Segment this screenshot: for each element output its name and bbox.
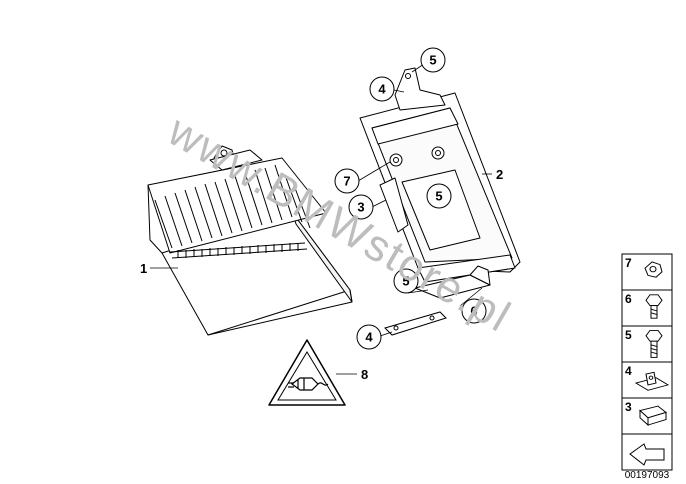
svg-text:5: 5 (435, 189, 442, 204)
parts-legend: 7 6 5 4 (621, 253, 673, 435)
speed-nut-clip-icon (634, 371, 670, 391)
legend-number-6: 6 (625, 292, 632, 306)
callout-7: 7 (334, 168, 360, 194)
svg-text:3: 3 (357, 200, 364, 215)
label-amplifier: 1 (140, 261, 147, 276)
svg-text:4: 4 (378, 82, 386, 97)
callout-4-low: 4 (356, 324, 382, 350)
clip-nut-icon (639, 405, 667, 427)
callout-5-mid: 5 (426, 183, 452, 209)
legend-box-6 (621, 289, 673, 327)
electrostatic-hand-icon (288, 377, 329, 391)
hex-bolt-long-icon (645, 329, 663, 358)
label-warning-triangle: 8 (361, 367, 368, 382)
callout-4-top: 4 (369, 76, 395, 102)
svg-text:7: 7 (343, 174, 350, 189)
legend-box-5 (621, 325, 673, 363)
callout-5-low: 5 (393, 268, 419, 294)
arrow-icon-shape (629, 443, 665, 466)
lower-strip (384, 311, 447, 336)
callout-6: 6 (461, 298, 487, 324)
legend-number-3: 3 (625, 400, 632, 414)
document-number: 00197093 (625, 470, 670, 481)
svg-text:5: 5 (429, 53, 436, 68)
svg-text:6: 6 (470, 304, 477, 319)
svg-text:5: 5 (402, 274, 409, 289)
label-bracket: 2 (496, 167, 503, 182)
callout-3: 3 (348, 194, 374, 220)
callout-5-top: 5 (420, 47, 446, 73)
warning-triangle-label (268, 339, 346, 406)
hex-bolt-short-icon (645, 294, 663, 319)
svg-text:4: 4 (365, 330, 373, 345)
legend-number-4: 4 (625, 364, 632, 378)
leader-lines (150, 63, 492, 375)
amplifier-fin-ticks (177, 243, 299, 258)
legend-number-7: 7 (625, 256, 632, 270)
hex-nut-icon (644, 261, 663, 278)
legend-number-5: 5 (625, 328, 632, 342)
